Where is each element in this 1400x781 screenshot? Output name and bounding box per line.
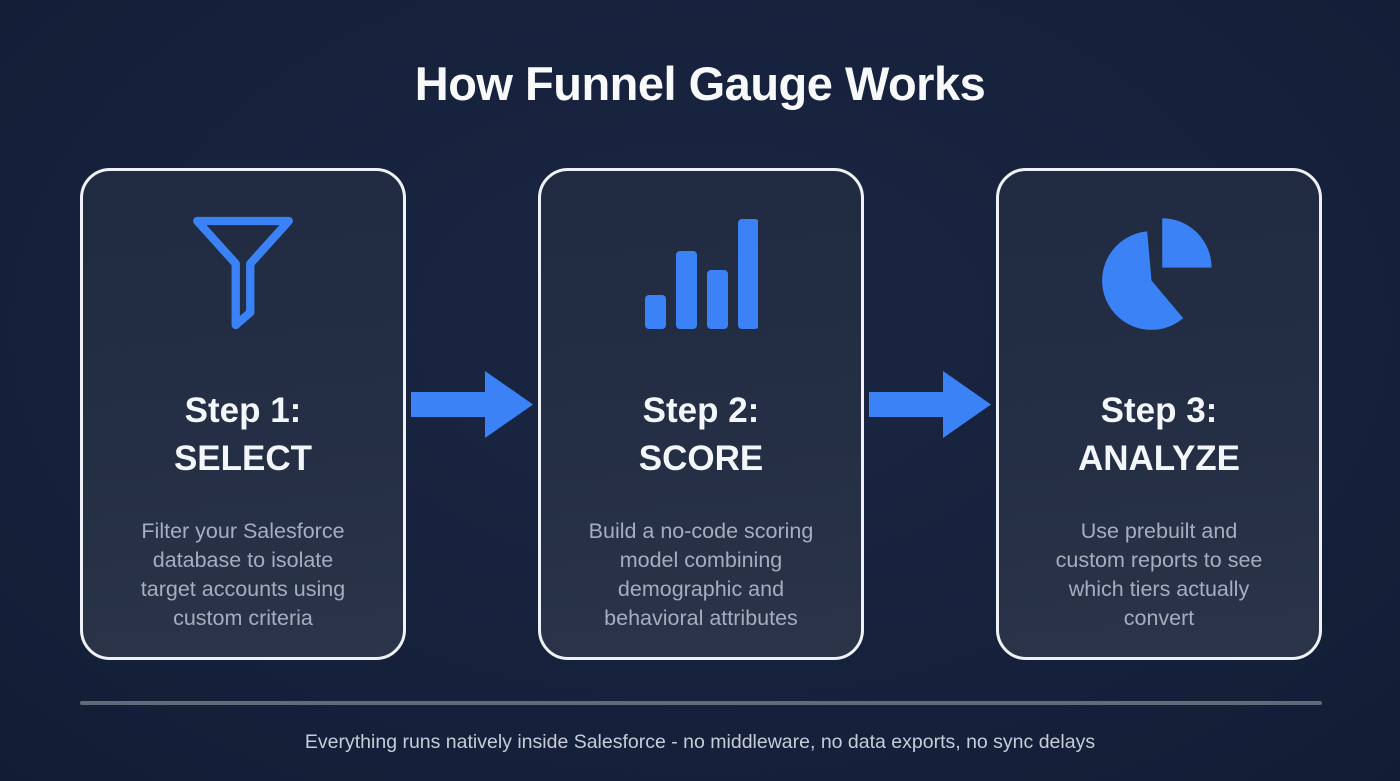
step-description-line: model combining — [619, 548, 783, 572]
step-heading-line2: SELECT — [173, 439, 313, 478]
step-description-line: Use prebuilt and — [1080, 519, 1238, 543]
bar-chart-icon — [644, 207, 758, 339]
step-description: Use prebuilt and custom reports to see w… — [1056, 517, 1263, 633]
arrow-select-to-score — [406, 168, 538, 660]
pie-chart-icon — [1100, 207, 1218, 339]
step-heading-line1: Step 2: — [642, 391, 760, 430]
step-card-analyze: Step 3: ANALYZE Use prebuilt and custom … — [996, 168, 1322, 660]
step-heading-line1: Step 1: — [184, 391, 302, 430]
step-description-line: demographic and — [617, 577, 785, 601]
step-description-line: Filter your Salesforce — [141, 519, 345, 543]
step-heading: Step 3: ANALYZE — [1078, 387, 1240, 483]
page-title: How Funnel Gauge Works — [414, 57, 986, 110]
step-description-line: which tiers actually — [1068, 577, 1250, 601]
step-description-line: target accounts using — [140, 577, 346, 601]
step-description-line: custom criteria — [173, 606, 313, 630]
steps-row: Step 1: SELECT Filter your Salesforce da… — [80, 168, 1322, 660]
right-arrow-icon — [411, 371, 533, 438]
right-arrow-icon — [869, 371, 991, 438]
step-heading-line2: ANALYZE — [1077, 439, 1241, 478]
step-description: Build a no-code scoring model combining … — [589, 517, 814, 633]
footer-note: Everything runs natively inside Salesfor… — [304, 731, 1096, 753]
funnel-icon — [191, 207, 295, 339]
step-description: Filter your Salesforce database to isola… — [141, 517, 345, 633]
step-description-line: behavioral attributes — [604, 606, 798, 630]
arrow-score-to-analyze — [864, 168, 996, 660]
step-description-line: convert — [1123, 606, 1195, 630]
step-card-select: Step 1: SELECT Filter your Salesforce da… — [80, 168, 406, 660]
step-heading: Step 2: SCORE — [639, 387, 763, 483]
step-heading-line1: Step 3: — [1100, 391, 1218, 430]
step-heading: Step 1: SELECT — [174, 387, 312, 483]
step-heading-line2: SCORE — [638, 439, 764, 478]
footer-divider — [80, 701, 1322, 705]
step-description-line: Build a no-code scoring — [588, 519, 814, 543]
step-description-line: database to isolate — [152, 548, 334, 572]
step-description-line: custom reports to see — [1055, 548, 1263, 572]
step-card-score: Step 2: SCORE Build a no-code scoring mo… — [538, 168, 864, 660]
